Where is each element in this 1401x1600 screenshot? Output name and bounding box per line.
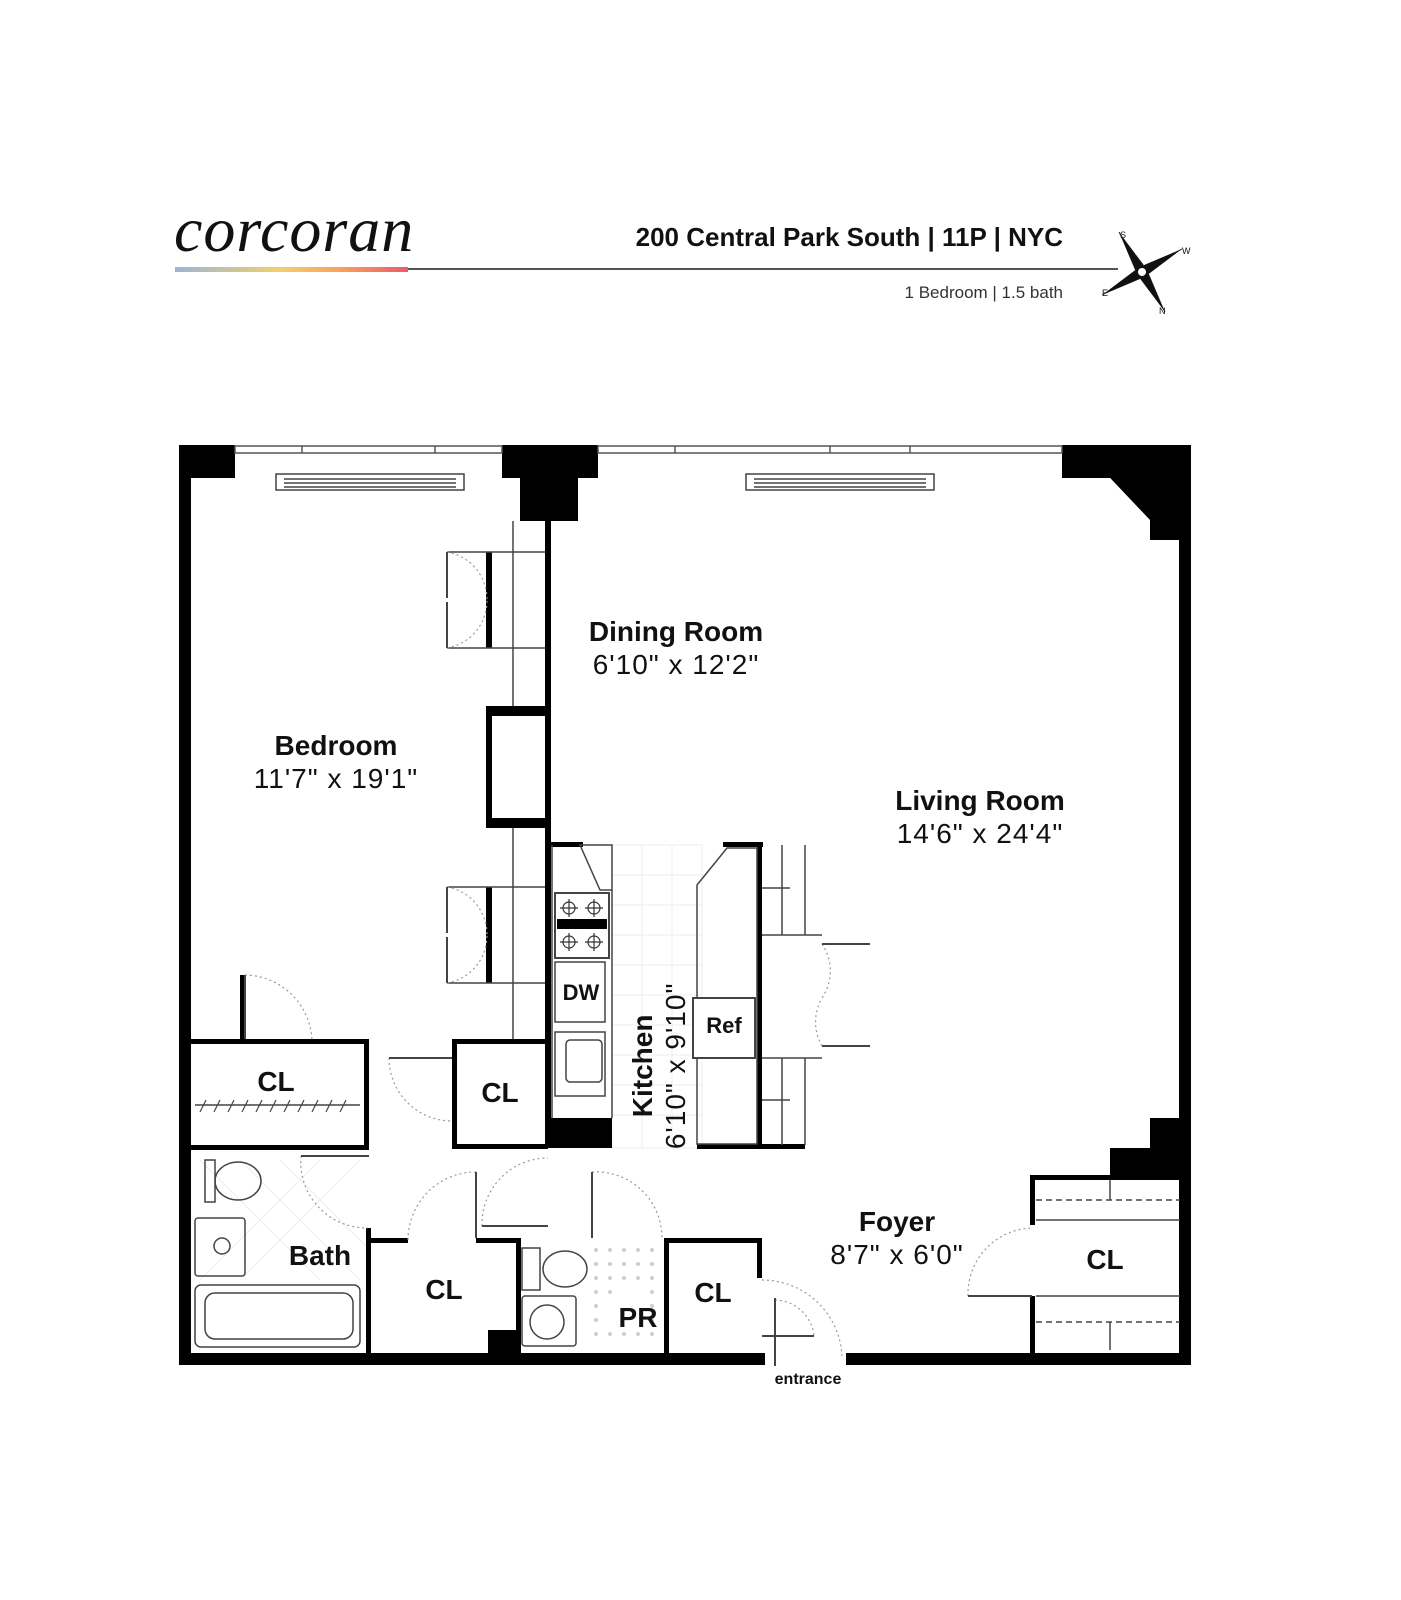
dining-room-label: Dining Room 6'10" x 12'2": [576, 616, 776, 682]
bedroom-label: Bedroom 11'7" x 19'1": [236, 730, 436, 796]
door-leaves: [244, 552, 1032, 1366]
bedroom-name: Bedroom: [274, 730, 398, 761]
kitchen-fixtures: [551, 844, 758, 1145]
foyer-name: Foyer: [858, 1206, 936, 1237]
bath-floor-tiles: [199, 1159, 371, 1281]
powder-room-label: PR: [618, 1302, 658, 1333]
entrance-label: entrance: [774, 1371, 842, 1388]
powder-room-floor: [594, 1248, 654, 1336]
bath-closet-label: CL: [425, 1274, 463, 1305]
foyer-label: Foyer 8'7" x 6'0": [797, 1206, 997, 1272]
bedroom-closet-label: CL: [257, 1066, 295, 1097]
radiators: [275, 473, 935, 491]
interior-walls: [191, 521, 1182, 1356]
kitchen-label: Kitchen 6'10" x 9'10": [627, 956, 693, 1176]
exterior-walls: [179, 445, 1191, 1365]
stove-burners-icon: [560, 899, 603, 951]
kitchen-name: Kitchen: [627, 1014, 659, 1118]
living-room-dimensions: 14'6" x 24'4": [896, 818, 1064, 850]
compass-south: S: [1120, 230, 1126, 240]
logo-gradient-rule: [175, 267, 408, 272]
bedroom-dimensions: 11'7" x 19'1": [253, 763, 419, 795]
foyer-dimensions: 8'7" x 6'0": [830, 1239, 964, 1271]
windows: [234, 445, 1063, 454]
corcoran-logo: corcoran: [174, 194, 415, 265]
bath-label: Bath: [288, 1240, 352, 1271]
stove-divider: [557, 919, 607, 929]
dishwasher-label: DW: [562, 980, 600, 1005]
compass-icon: S W E N: [1101, 230, 1191, 316]
foyer-closet-label: CL: [1086, 1244, 1124, 1275]
header-rule: [408, 268, 1118, 270]
door-swings: [244, 551, 1033, 1357]
compass-north: N: [1159, 306, 1166, 316]
listing-specs: 1 Bedroom | 1.5 bath: [904, 283, 1063, 302]
closet-hanger-marks: [199, 1099, 347, 1113]
kitchen-dimensions: 6'10" x 9'10": [660, 982, 692, 1150]
bath-fixtures: [194, 1159, 588, 1348]
listing-address: 200 Central Park South | 11P | NYC: [635, 222, 1063, 252]
dining-room-name: Dining Room: [588, 616, 764, 647]
kitchen-floor-grid: [611, 844, 703, 1149]
dining-room-dimensions: 6'10" x 12'2": [592, 649, 760, 681]
hall-closet-label: CL: [481, 1077, 519, 1108]
compass-west: W: [1182, 246, 1191, 256]
closet-details: [195, 521, 1180, 1350]
refrigerator-label: Ref: [706, 1013, 742, 1038]
entry-closet-label: CL: [694, 1277, 732, 1308]
compass-east: E: [1102, 288, 1108, 298]
living-room-label: Living Room 14'6" x 24'4": [870, 785, 1090, 851]
living-room-name: Living Room: [895, 785, 1065, 816]
